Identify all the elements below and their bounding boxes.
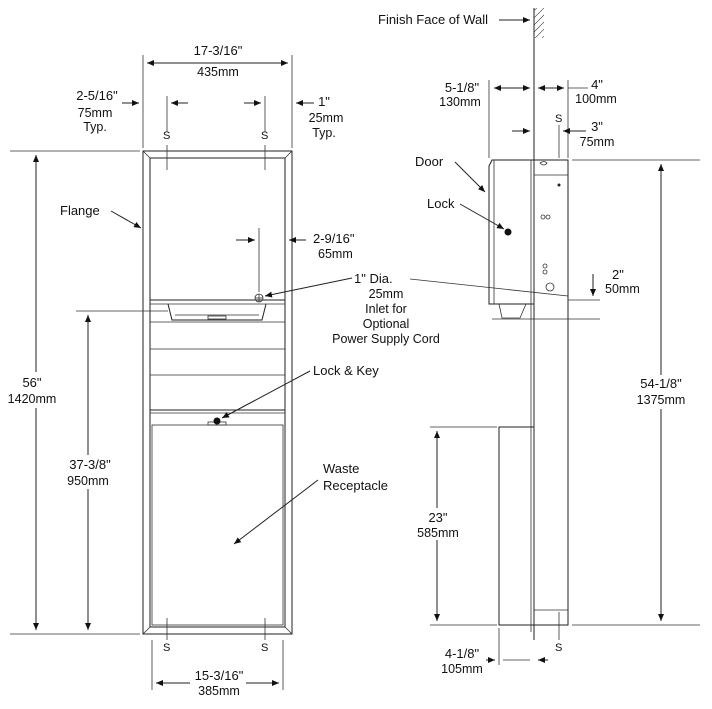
left-offset-note: Typ. xyxy=(83,120,107,134)
door-label: Door xyxy=(415,154,444,169)
side-door xyxy=(488,159,534,305)
height-lower-metric: 950mm xyxy=(67,474,109,488)
front-lock-dot xyxy=(213,417,221,425)
side-view: Finish Face of Wall Lock Door 5-1 xyxy=(378,8,700,676)
front-body xyxy=(149,157,286,628)
waste-door xyxy=(151,424,284,626)
right-offset-note: Typ. xyxy=(312,126,336,140)
flange-label: Flange xyxy=(60,203,100,218)
height-overall-metric: 1420mm xyxy=(8,392,57,406)
inlet-label-line5: Power Supply Cord xyxy=(332,332,440,346)
right-offset-metric: 25mm xyxy=(309,111,344,125)
lock-label: Lock xyxy=(427,196,455,211)
waste-label-line1: Waste xyxy=(323,461,359,476)
side-lock-dot xyxy=(504,228,512,236)
stud-marker: S xyxy=(163,642,170,654)
side-receptacle xyxy=(498,426,535,626)
front-flange xyxy=(142,150,293,635)
width-overall-imperial: 17-3/16" xyxy=(194,43,243,58)
inlet-offset-imperial: 2-9/16" xyxy=(313,231,355,246)
left-offset-imperial: 2-5/16" xyxy=(76,88,118,103)
recess-depth-metric: 100mm xyxy=(575,92,617,106)
bottom-depth-imperial: 4-1/8" xyxy=(445,646,480,661)
receptacle-height-imperial: 23" xyxy=(428,510,447,525)
side-cabinet xyxy=(533,159,569,626)
height-imperial: 54-1/8" xyxy=(640,376,682,391)
left-offset-metric: 75mm xyxy=(78,106,113,120)
inlet-drop-imperial: 2" xyxy=(612,267,624,282)
width-overall-metric: 435mm xyxy=(197,65,239,79)
projection-metric: 130mm xyxy=(439,95,481,109)
inlet-offset-metric: 65mm xyxy=(318,247,353,261)
bottom-depth-metric: 105mm xyxy=(441,662,483,676)
inner-depth-metric: 75mm xyxy=(580,135,615,149)
inlet-label-line4: Optional xyxy=(363,317,410,331)
bottom-width-imperial: 15-3/16" xyxy=(195,668,244,683)
height-metric: 1375mm xyxy=(637,393,686,407)
lock-key-label: Lock & Key xyxy=(313,363,379,378)
stud-marker: S xyxy=(261,130,268,142)
wall-label: Finish Face of Wall xyxy=(378,12,488,27)
inlet-label-line1: 1" Dia. xyxy=(354,271,393,286)
height-overall-imperial: 56" xyxy=(22,375,41,390)
stud-marker: S xyxy=(555,642,562,654)
recess-depth-imperial: 4" xyxy=(591,77,603,92)
right-offset-imperial: 1" xyxy=(318,94,330,109)
stud-marker: S xyxy=(163,130,170,142)
receptacle-height-metric: 585mm xyxy=(417,526,459,540)
inlet-drop-metric: 50mm xyxy=(605,282,640,296)
height-lower-imperial: 37-3/8" xyxy=(69,457,111,472)
projection-imperial: 5-1/8" xyxy=(445,80,480,95)
waste-label-line2: Receptacle xyxy=(323,478,388,493)
stud-marker: S xyxy=(261,642,268,654)
inlet-label-line2: 25mm xyxy=(369,287,404,301)
stud-marker: S xyxy=(555,113,562,125)
towel-outlet xyxy=(167,303,267,321)
inlet-label-line3: Inlet for xyxy=(365,302,407,316)
front-view: S S S S 17-3/16" 435mm 2-5/16" 75mm Typ.… xyxy=(6,43,569,698)
bottom-width-metric: 385mm xyxy=(198,684,240,698)
inner-depth-imperial: 3" xyxy=(591,119,603,134)
